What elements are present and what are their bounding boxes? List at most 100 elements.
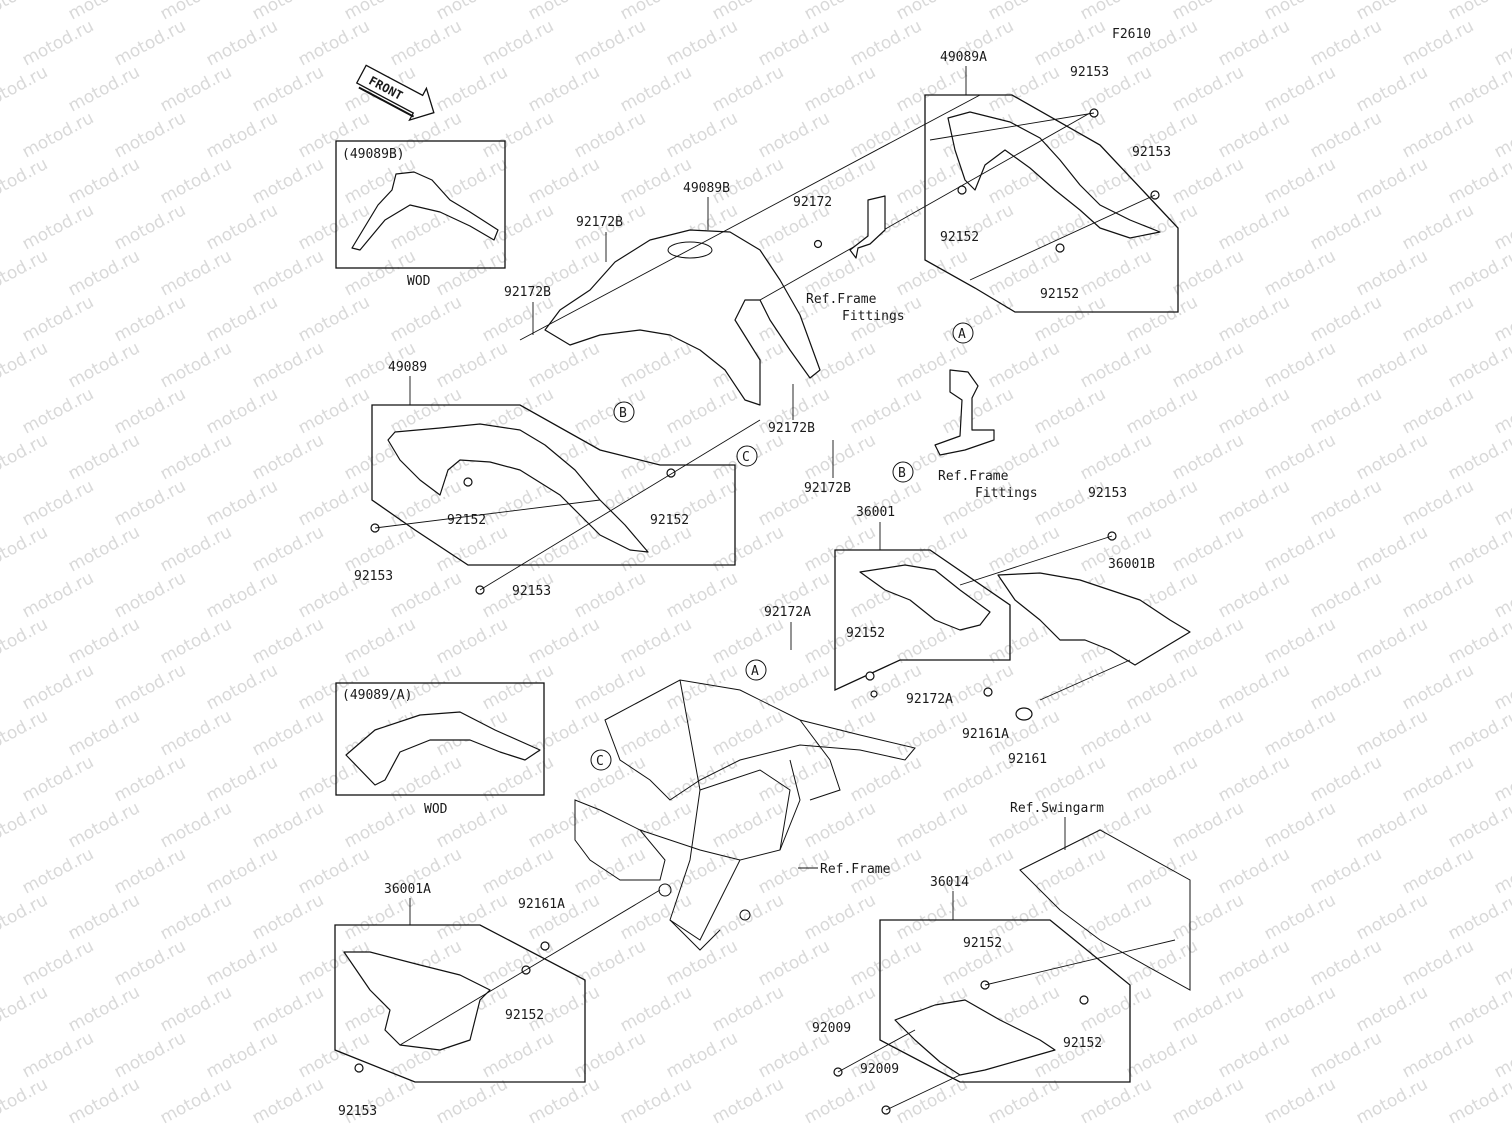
label-36001: 36001 — [856, 505, 895, 520]
watermark-text: motod.ru — [1215, 936, 1293, 990]
callout-c-2: C — [590, 749, 612, 771]
callout-b-1-text: B — [619, 406, 627, 421]
watermark-text: motod.ru — [1399, 292, 1477, 346]
watermark-text: motod.ru — [203, 568, 281, 622]
watermark-text: motod.ru — [1077, 0, 1155, 24]
watermark-text: motod.ru — [1353, 62, 1431, 116]
watermark-text: motod.ru — [157, 62, 235, 116]
watermark-text: motod.ru — [157, 982, 235, 1036]
watermark-text: motod.ru — [111, 568, 189, 622]
watermark-text: motod.ru — [1353, 982, 1431, 1036]
watermark-text: motod.ru — [801, 706, 879, 760]
watermark-text: motod.ru — [1491, 384, 1512, 438]
watermark-text: motod.ru — [65, 338, 143, 392]
watermark-text: motod.ru — [1261, 0, 1339, 24]
watermark-text: motod.ru — [1123, 660, 1201, 714]
watermark-text: motod.ru — [1353, 522, 1431, 576]
watermark-text: motod.ru — [571, 844, 649, 898]
watermark-text: motod.ru — [1399, 1028, 1477, 1082]
watermark-text: motod.ru — [1445, 154, 1512, 208]
watermark-text: motod.ru — [1445, 246, 1512, 300]
label-92152-e: 92152 — [846, 626, 885, 641]
watermark-text: motod.ru — [1307, 200, 1385, 254]
watermark-text: motod.ru — [1031, 384, 1109, 438]
watermark-text: motod.ru — [1491, 108, 1512, 162]
watermark-text: motod.ru — [249, 62, 327, 116]
watermark-text: motod.ru — [1261, 890, 1339, 944]
watermark-text: motod.ru — [249, 338, 327, 392]
watermark-text: motod.ru — [295, 844, 373, 898]
watermark-text: motod.ru — [203, 16, 281, 70]
watermark-text: motod.ru — [663, 384, 741, 438]
watermark-text: motod.ru — [249, 522, 327, 576]
watermark-text: motod.ru — [1169, 246, 1247, 300]
grommet-92152-h — [1079, 995, 1089, 1005]
cover-49089a-inset — [345, 711, 541, 786]
group-outline-49089 — [371, 404, 736, 566]
watermark-text: motod.ru — [1261, 154, 1339, 208]
watermark-text: motod.ru — [1399, 476, 1477, 530]
watermark-text: motod.ru — [1077, 338, 1155, 392]
watermark-text: motod.ru — [111, 16, 189, 70]
cover-49089a — [947, 111, 1161, 239]
watermark-text: motod.ru — [755, 936, 833, 990]
inset-label-49089a: (49089/A) — [342, 688, 412, 703]
watermark-text: motod.ru — [939, 752, 1017, 806]
watermark-text: motod.ru — [19, 384, 97, 438]
watermark-text: motod.ru — [1445, 1074, 1512, 1128]
grommet-92161a-b — [540, 941, 550, 951]
label-92172b-c: 92172B — [768, 421, 815, 436]
watermark-text: motod.ru — [249, 430, 327, 484]
watermark-text: motod.ru — [203, 844, 281, 898]
watermark-text: motod.ru — [111, 384, 189, 438]
label-92152-b: 92152 — [1040, 287, 1079, 302]
watermark-text: motod.ru — [0, 246, 51, 300]
watermark-text: motod.ru — [663, 844, 741, 898]
watermark-text: motod.ru — [893, 0, 971, 24]
label-36001a: 36001A — [384, 882, 431, 897]
watermark-text: motod.ru — [111, 108, 189, 162]
callout-a-2-text: A — [751, 664, 759, 679]
watermark-text: motod.ru — [1261, 982, 1339, 1036]
watermark-text: motod.ru — [1261, 522, 1339, 576]
watermark-text: motod.ru — [341, 890, 419, 944]
watermark-text: motod.ru — [1169, 890, 1247, 944]
grommet-92152-c — [463, 477, 473, 487]
watermark-text: motod.ru — [1491, 752, 1512, 806]
watermark-text: motod.ru — [1123, 752, 1201, 806]
watermark-text: motod.ru — [479, 16, 557, 70]
watermark-text: motod.ru — [111, 200, 189, 254]
watermark-text: motod.ru — [1399, 660, 1477, 714]
watermark-text: motod.ru — [295, 384, 373, 438]
watermark-text: motod.ru — [0, 798, 51, 852]
watermark-text: motod.ru — [0, 154, 51, 208]
leader-92009-b — [885, 1074, 961, 1111]
watermark-text: motod.ru — [341, 798, 419, 852]
watermark-text: motod.ru — [1445, 430, 1512, 484]
watermark-text: motod.ru — [1215, 108, 1293, 162]
watermark-text: motod.ru — [1353, 614, 1431, 668]
watermark-text: motod.ru — [709, 706, 787, 760]
watermark-text: motod.ru — [19, 752, 97, 806]
watermark-text: motod.ru — [19, 16, 97, 70]
watermark-text: motod.ru — [1031, 660, 1109, 714]
label-92153-f: 92153 — [338, 1104, 377, 1119]
watermark-text: motod.ru — [709, 62, 787, 116]
watermark-text: motod.ru — [249, 798, 327, 852]
watermark-text: motod.ru — [1169, 522, 1247, 576]
label-92172: 92172 — [793, 195, 832, 210]
watermark-text: motod.ru — [0, 62, 51, 116]
watermark-text: motod.ru — [157, 430, 235, 484]
watermark-text: motod.ru — [1353, 430, 1431, 484]
watermark-text: motod.ru — [479, 292, 557, 346]
watermark-text: motod.ru — [893, 798, 971, 852]
watermark-text: motod.ru — [1445, 338, 1512, 392]
cover-49089b-inset — [351, 171, 499, 251]
watermark-text: motod.ru — [1491, 292, 1512, 346]
watermark-text: motod.ru — [203, 1028, 281, 1082]
watermark-text: motod.ru — [1399, 936, 1477, 990]
watermark-text: motod.ru — [1261, 338, 1339, 392]
label-92153-a: 92153 — [1070, 65, 1109, 80]
watermark-text: motod.ru — [19, 936, 97, 990]
